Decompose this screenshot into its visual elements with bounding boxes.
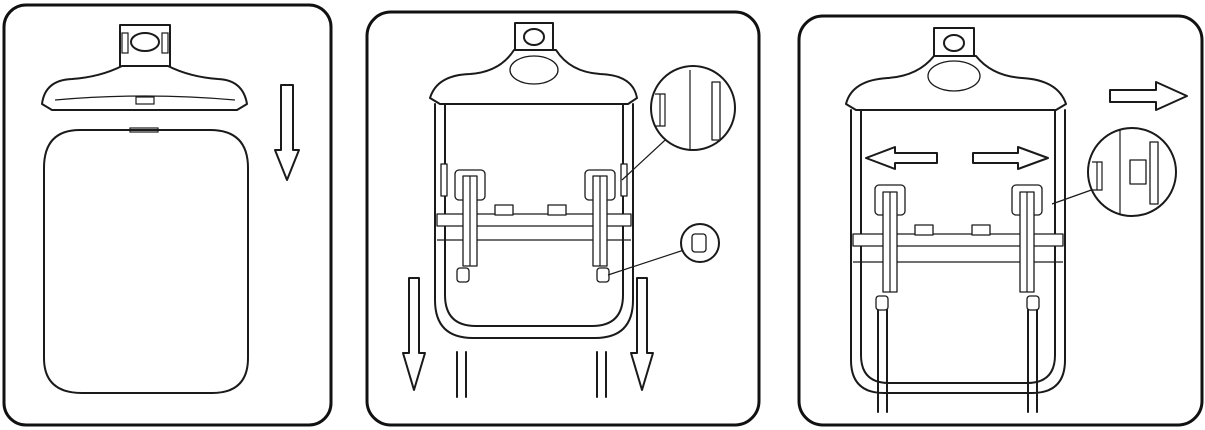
hanger-with-clips-icon (429, 22, 638, 339)
arrow-down-icon (402, 277, 426, 391)
arrow-down-icon (630, 277, 654, 391)
magnifier-detail-icon (1051, 127, 1177, 217)
rod-icon (456, 351, 467, 398)
magnifier-small-icon (607, 223, 720, 276)
arrow-down-icon (274, 84, 300, 181)
magnifier-detail-icon (621, 65, 736, 181)
hanger-icon (41, 24, 248, 111)
arrow-right-icon (1109, 81, 1188, 111)
panel-3-frame (797, 14, 1204, 427)
hanger-with-clips-icon (845, 27, 1067, 413)
panel-step-3 (797, 14, 1204, 427)
panel-step-2 (365, 10, 761, 427)
panel-step-1 (2, 3, 333, 427)
arrow-right-icon (972, 146, 1049, 170)
board-icon (43, 129, 249, 394)
arrow-left-icon (865, 146, 938, 170)
rod-icon (596, 351, 607, 398)
